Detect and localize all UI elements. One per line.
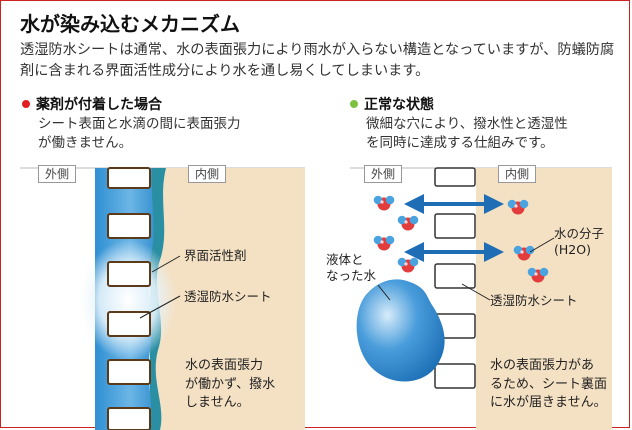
left-outside-tag: 外側: [38, 165, 77, 183]
left-description: シート表面と水滴の間に表面張力 が働きません。: [38, 115, 241, 153]
right-note-line-2: るため、シート裏面: [490, 376, 608, 392]
left-note-line-3: しません。: [185, 395, 250, 410]
left-heading: 薬剤が付着した場合: [22, 94, 162, 114]
right-desc-line-2: を同時に達成する仕組みです。: [366, 135, 554, 151]
molecule-label-line-1: 水の分子: [554, 226, 605, 241]
liquid-water-label: 液体と なった水: [326, 252, 376, 284]
right-heading: 正常な状態: [350, 94, 434, 114]
right-heading-label: 正常な状態: [364, 97, 434, 113]
left-sheet-label: 透湿防水シート: [184, 289, 272, 304]
right-description: 微細な穴により、撥水性と透湿性 を同時に達成する仕組みです。: [366, 115, 568, 153]
left-desc-line-2: が働きません。: [38, 135, 133, 151]
intro-text: 透湿防水シートは通常、水の表面張力により雨水が入らない構造となっていますが、防蟻…: [20, 42, 615, 79]
right-outside-tag: 外側: [364, 165, 403, 183]
left-note: 水の表面張力 が働かず、撥水 しません。: [185, 357, 275, 413]
left-note-line-2: が働かず、撥水: [185, 376, 276, 392]
right-panel: [350, 167, 612, 430]
left-note-line-1: 水の表面張力: [185, 358, 264, 373]
left-desc-line-1: シート表面と水滴の間に表面張力: [38, 116, 241, 132]
right-note-line-1: 水の表面張力があ: [490, 358, 595, 373]
right-note-line-3: に水が届きません。: [490, 395, 607, 410]
liquid-label-line-1: 液体と: [326, 252, 364, 267]
liquid-label-line-2: なった水: [326, 268, 377, 283]
molecule-label-line-2: (H2O): [554, 242, 591, 257]
right-note: 水の表面張力があ るため、シート裏面 に水が届きません。: [490, 357, 607, 413]
left-inside-tag: 内側: [188, 165, 227, 183]
water-molecule-label: 水の分子 (H2O): [554, 226, 604, 258]
right-inside-tag: 内側: [498, 165, 537, 183]
red-bullet-icon: [22, 100, 30, 108]
right-sheet-label: 透湿防水シート: [490, 293, 578, 308]
right-desc-line-1: 微細な穴により、撥水性と透湿性: [366, 116, 568, 132]
page-title: 水が染み込むメカニズム: [20, 12, 240, 36]
surfactant-label: 界面活性剤: [184, 248, 247, 263]
left-panel: [20, 167, 305, 430]
green-bullet-icon: [350, 100, 358, 108]
left-heading-label: 薬剤が付着した場合: [36, 97, 162, 113]
